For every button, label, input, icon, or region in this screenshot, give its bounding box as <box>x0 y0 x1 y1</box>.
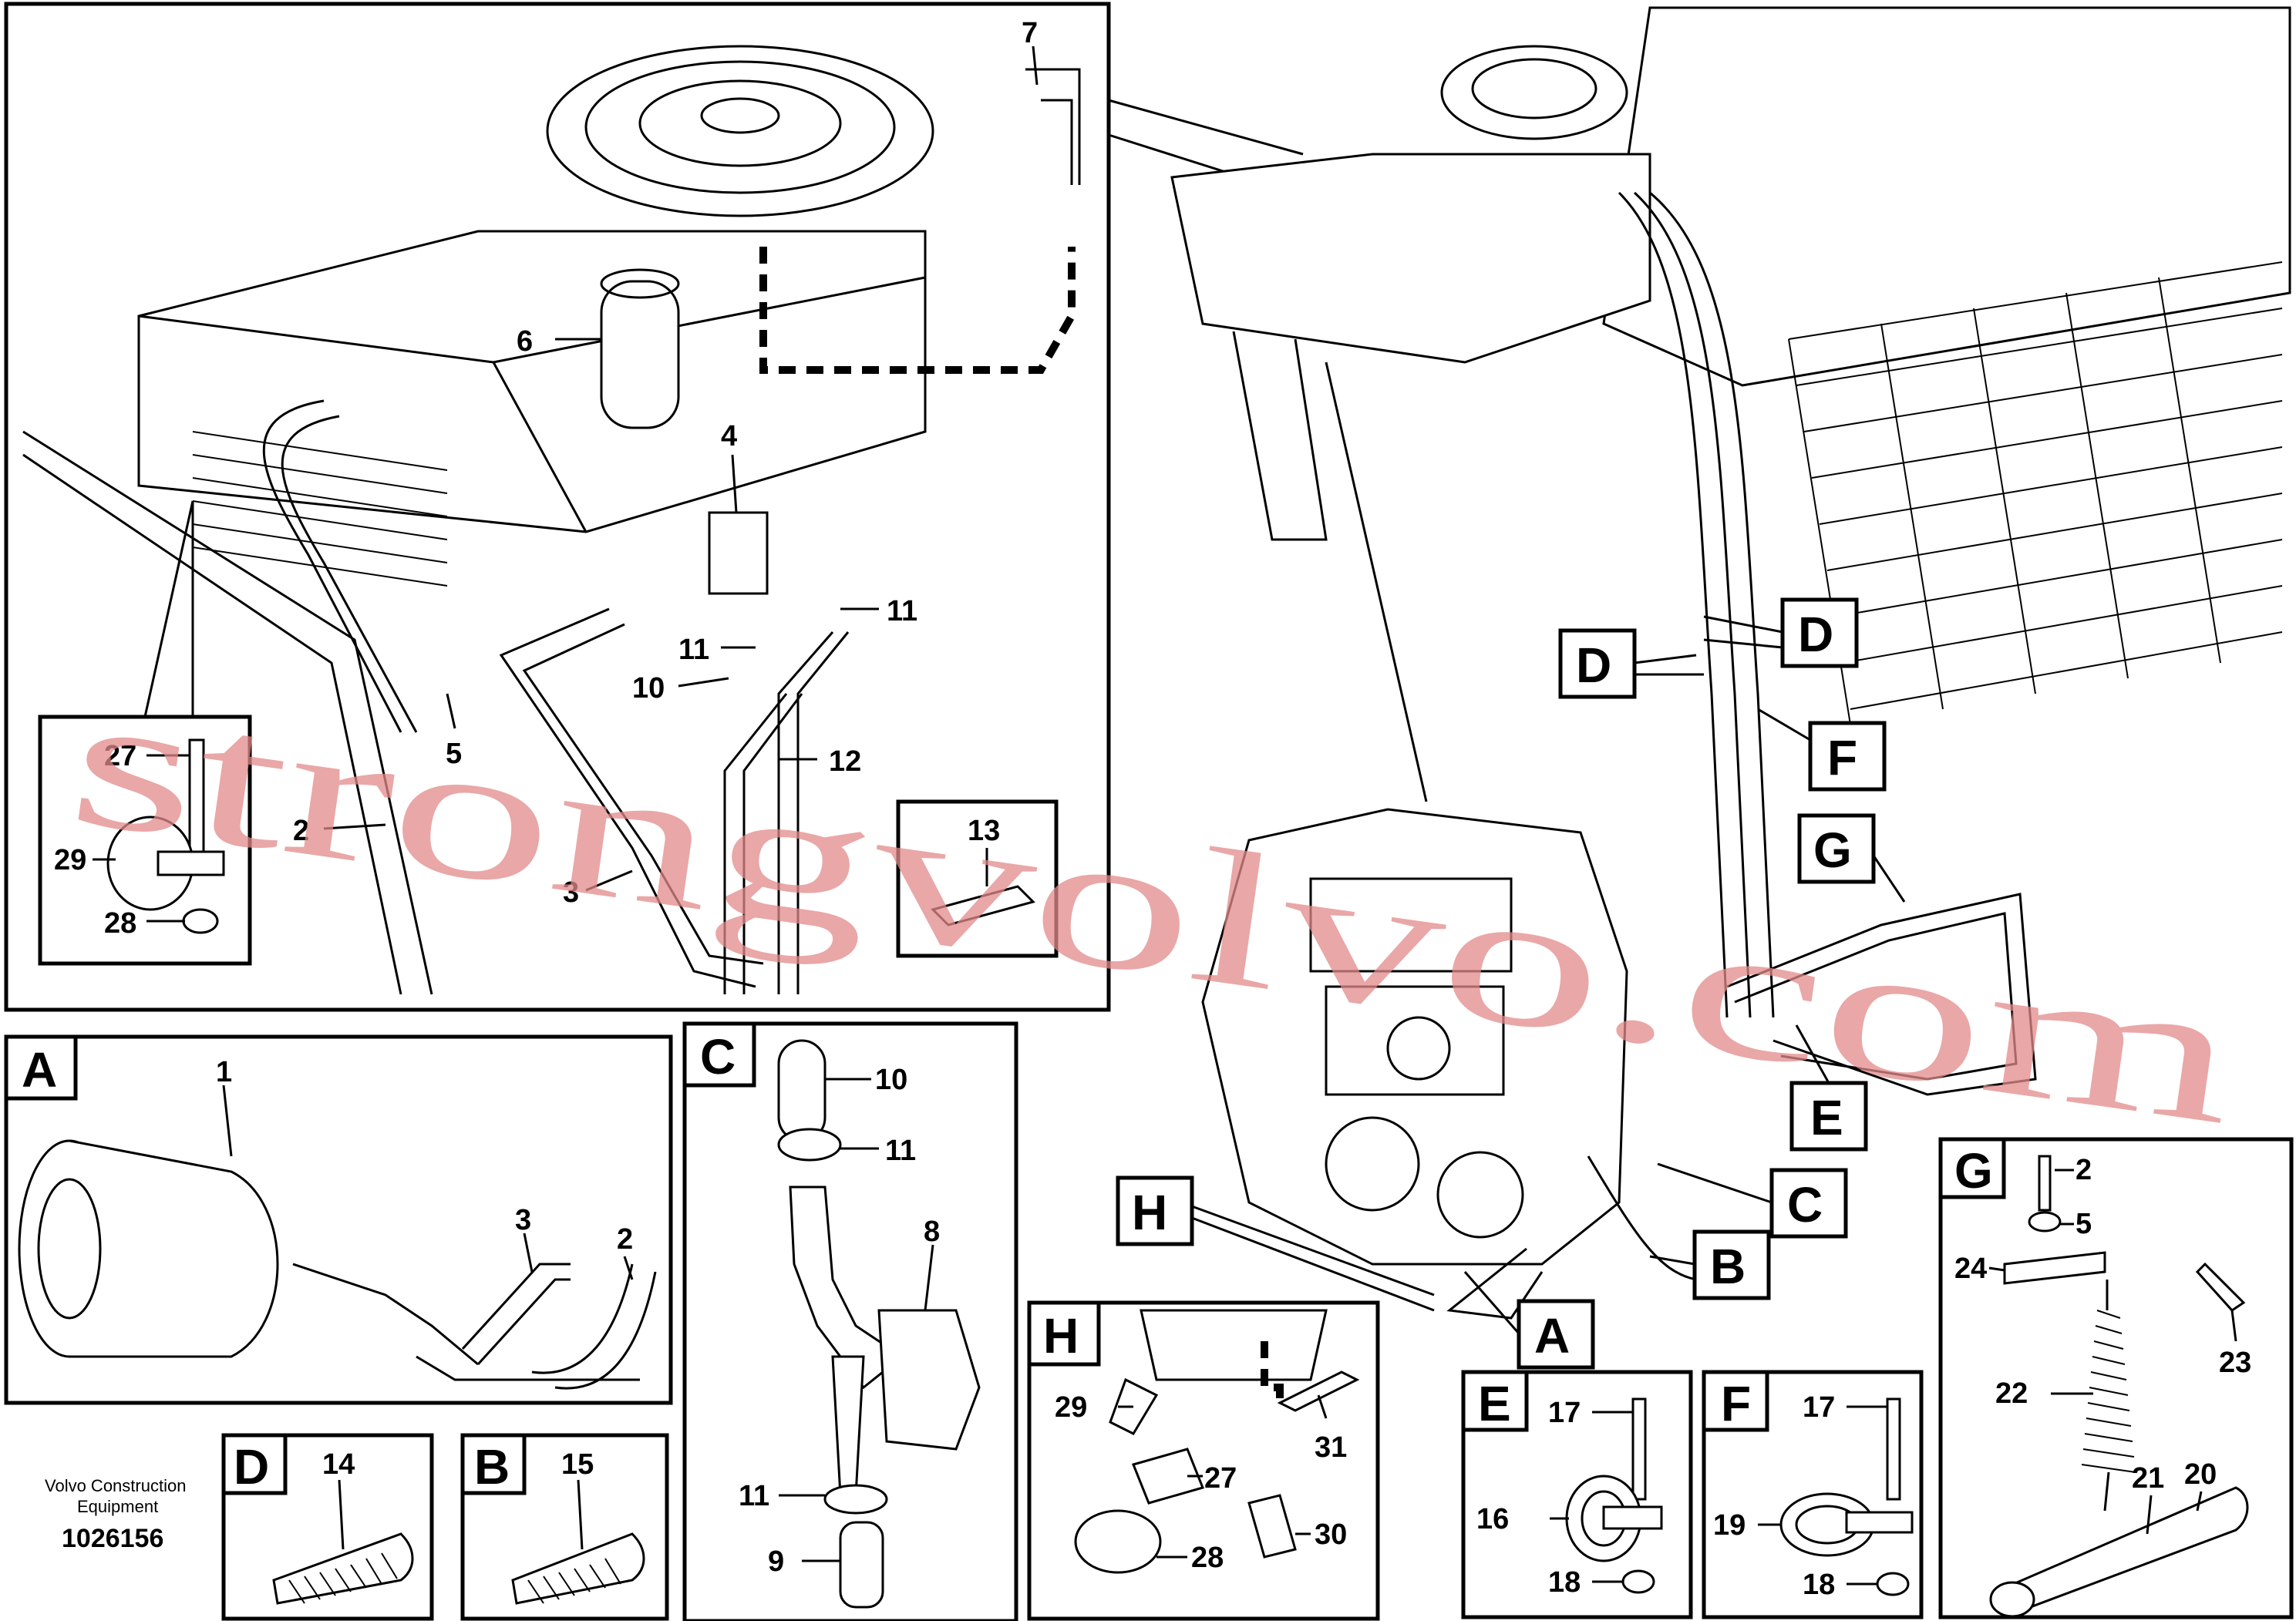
label-3: 3 <box>563 876 579 909</box>
detail-E-label-17: 17 <box>1548 1397 1581 1429</box>
detail-D-panel: D 14 <box>221 1433 434 1621</box>
main-view-panel: 7 6 4 11 11 10 12 5 2 3 13 27 29 28 <box>4 2 1304 1012</box>
detail-E-label-16: 16 <box>1476 1503 1509 1535</box>
detail-G-label-5: 5 <box>2075 1208 2092 1240</box>
label-6: 6 <box>517 325 533 358</box>
detail-C-label-11b: 11 <box>739 1480 769 1512</box>
label-13: 13 <box>968 815 1000 847</box>
detail-E-panel: E 17 16 18 <box>1461 1370 1693 1619</box>
detail-H-label-28: 28 <box>1191 1542 1224 1574</box>
detail-B-panel: B 15 <box>460 1433 669 1621</box>
detail-G-label-24: 24 <box>1954 1253 1987 1285</box>
detail-A-label-2: 2 <box>617 1223 633 1256</box>
label-29: 29 <box>54 844 86 876</box>
callout-A: A <box>1534 1308 1570 1364</box>
detail-B-label-15: 15 <box>561 1448 594 1481</box>
label-2: 2 <box>293 815 309 847</box>
detail-H-label-29: 29 <box>1055 1391 1087 1424</box>
document-number: 1026156 <box>62 1524 163 1553</box>
watermark: strongvolvo.com <box>59 651 2249 1165</box>
label-11b: 11 <box>678 634 709 666</box>
label-28: 28 <box>104 907 136 940</box>
detail-E-letter: E <box>1478 1376 1511 1431</box>
detail-H-letter: H <box>1043 1308 1079 1364</box>
callout-C: C <box>1787 1177 1823 1233</box>
detail-C-panel: C 10 11 8 11 9 <box>682 1021 1018 1621</box>
detail-C-letter: C <box>700 1029 736 1085</box>
detail-G-label-22: 22 <box>1995 1377 2028 1410</box>
detail-H-label-31: 31 <box>1315 1431 1347 1464</box>
callout-D-2: D <box>1576 637 1611 693</box>
label-4: 4 <box>721 420 737 452</box>
callout-H: H <box>1132 1185 1167 1240</box>
detail-C-label-9: 9 <box>768 1545 784 1578</box>
detail-C-label-8: 8 <box>924 1216 940 1248</box>
detail-G-label-23: 23 <box>2219 1347 2251 1379</box>
detail-F-label-19: 19 <box>1713 1509 1746 1542</box>
detail-B-letter: B <box>474 1439 510 1495</box>
detail-C-label-10: 10 <box>875 1064 907 1096</box>
detail-A-label-3: 3 <box>515 1204 531 1236</box>
detail-G-label-21: 21 <box>2132 1462 2164 1495</box>
label-27: 27 <box>104 740 136 772</box>
detail-H-label-27: 27 <box>1204 1462 1237 1495</box>
detail-H-panel: H 29 31 27 28 30 <box>1027 1300 1380 1621</box>
detail-A-label-1: 1 <box>216 1056 232 1088</box>
detail-F-label-17: 17 <box>1803 1391 1835 1424</box>
caption: Volvo Construction Equipment 1026156 <box>45 1476 186 1553</box>
label-7: 7 <box>1022 17 1038 49</box>
detail-G-panel: G 2 5 24 23 22 21 20 <box>1938 1137 2294 1619</box>
callout-F: F <box>1827 730 1857 785</box>
detail-F-letter: F <box>1721 1376 1751 1431</box>
callout-D-1: D <box>1798 607 1833 662</box>
detail-D-letter: D <box>234 1439 269 1495</box>
detail-F-panel: F 17 19 18 <box>1702 1370 1924 1619</box>
caption-line-1: Volvo Construction <box>45 1476 186 1495</box>
detail-A-panel: A 1 3 2 <box>4 1034 673 1405</box>
detail-D-label-14: 14 <box>322 1448 355 1481</box>
detail-A-letter: A <box>22 1042 57 1098</box>
label-11: 11 <box>887 595 917 627</box>
label-12: 12 <box>829 745 861 778</box>
callout-B: B <box>1710 1239 1746 1294</box>
overview-panel: D D F G E C B H A <box>1116 6 2291 1370</box>
caption-line-2: Equipment <box>77 1497 158 1516</box>
callout-G: G <box>1813 822 1852 878</box>
detail-G-label-20: 20 <box>2184 1458 2217 1491</box>
label-10: 10 <box>632 672 665 705</box>
detail-G-label-2: 2 <box>2075 1154 2092 1186</box>
detail-G-letter: G <box>1954 1143 1993 1199</box>
label-5: 5 <box>446 738 462 770</box>
detail-E-label-18: 18 <box>1548 1566 1581 1599</box>
detail-H-label-30: 30 <box>1315 1518 1347 1551</box>
detail-F-label-18: 18 <box>1803 1569 1835 1601</box>
detail-C-label-11: 11 <box>885 1135 916 1167</box>
callout-E: E <box>1810 1090 1843 1145</box>
